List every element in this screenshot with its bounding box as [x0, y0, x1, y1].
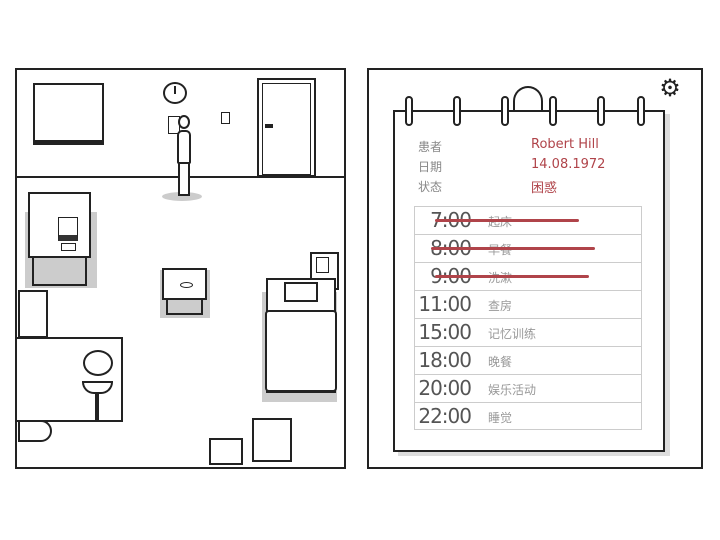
- clock-hand: [174, 86, 176, 94]
- patient-name: Robert Hill: [531, 137, 599, 152]
- date-label: 日期: [418, 160, 443, 174]
- schedule-task: 洗漱: [488, 271, 513, 285]
- light-switch[interactable]: [221, 112, 230, 124]
- pillow[interactable]: [284, 282, 318, 302]
- ring: [637, 96, 645, 126]
- schedule-task: 娱乐活动: [488, 383, 537, 397]
- toilet[interactable]: [18, 420, 52, 442]
- schedule-row[interactable]: 22:00 睡觉: [414, 402, 642, 430]
- computer[interactable]: [58, 217, 78, 241]
- desk-legs: [32, 256, 87, 286]
- box-small[interactable]: [209, 438, 243, 465]
- person-legs[interactable]: [178, 162, 190, 196]
- plate[interactable]: [180, 282, 193, 288]
- bathroom-wall: [15, 337, 123, 422]
- gear-icon[interactable]: ⚙: [659, 74, 681, 102]
- ring: [501, 96, 509, 126]
- schedule-row[interactable]: 18:00 晚餐: [414, 346, 642, 374]
- blanket: [265, 310, 337, 392]
- keyboard[interactable]: [61, 243, 76, 251]
- clip-loop: [513, 86, 543, 110]
- schedule-task: 记忆训练: [488, 327, 537, 341]
- person-shadow: [162, 192, 202, 201]
- patient-status: 困惑: [531, 181, 558, 196]
- patient-label: 患者: [418, 140, 443, 154]
- ring: [549, 96, 557, 126]
- schedule-task: 起床: [488, 215, 513, 229]
- schedule-task: 早餐: [488, 243, 513, 257]
- cabinet[interactable]: [18, 290, 48, 338]
- schedule-task: 睡觉: [488, 411, 513, 425]
- table-legs: [166, 298, 203, 315]
- door-handle[interactable]: [265, 124, 273, 128]
- schedule-time: 20:00: [418, 376, 472, 400]
- schedule-row[interactable]: 11:00 查房: [414, 290, 642, 318]
- status-label: 状态: [418, 180, 443, 194]
- box-large[interactable]: [252, 418, 292, 462]
- schedule-time: 11:00: [418, 292, 472, 316]
- door-inner: [262, 83, 311, 175]
- schedule-time: 22:00: [418, 404, 472, 428]
- person-body[interactable]: [177, 130, 191, 164]
- strikethrough: [435, 275, 589, 278]
- strikethrough: [431, 247, 595, 250]
- ring: [405, 96, 413, 126]
- window[interactable]: [33, 83, 104, 145]
- strikethrough: [435, 219, 579, 222]
- person-head[interactable]: [178, 115, 190, 129]
- schedule-time: 18:00: [418, 348, 472, 372]
- schedule-task: 查房: [488, 299, 513, 313]
- birth-date: 14.08.1972: [531, 157, 606, 172]
- schedule-task: 晚餐: [488, 355, 513, 369]
- sink-pedestal: [95, 394, 99, 422]
- ring: [453, 96, 461, 126]
- schedule-row[interactable]: 15:00 记忆训练: [414, 318, 642, 346]
- notepad: [393, 110, 665, 452]
- schedule-time: 15:00: [418, 320, 472, 344]
- picture-frame[interactable]: [316, 257, 329, 273]
- schedule-row[interactable]: 20:00 娱乐活动: [414, 374, 642, 402]
- ring: [597, 96, 605, 126]
- mirror[interactable]: [83, 350, 113, 376]
